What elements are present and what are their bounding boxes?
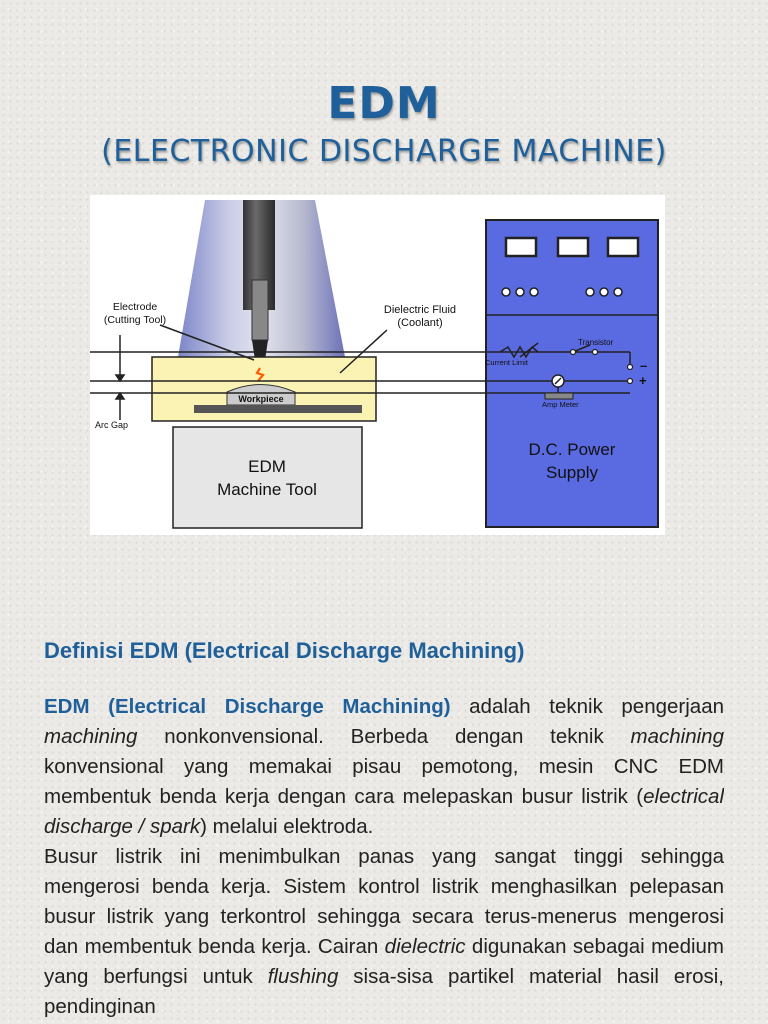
amp-meter [544,392,574,400]
label-arc-gap: Arc Gap [95,420,128,430]
section-heading: Definisi EDM (Electrical Discharge Machi… [44,638,525,663]
slide-title: EDM [327,78,441,129]
label-electrode-2: (Cutting Tool) [104,314,166,326]
circuit-wires [90,340,631,394]
workpiece-base [194,405,362,413]
power-supply-lower-panel [485,314,659,528]
slide-subtitle: (ELECTRONIC DISCHARGE MACHINE) [101,134,667,169]
meter-display-1 [504,236,538,258]
meter-display-2 [556,236,590,258]
label-dielectric-1: Dielectric Fluid [384,304,456,316]
label-electrode-1: Electrode [113,301,158,313]
label-current-limit: Current Limit [485,358,529,367]
machine-label-2: Machine Tool [217,480,317,499]
paragraph-1: EDM (Electrical Discharge Machining) ada… [44,695,724,838]
terminals [569,348,634,385]
control-knobs [501,287,623,297]
power-label-1: D.C. Power [529,440,616,459]
term-edm: EDM (Electrical Discharge Machining) [44,695,451,718]
workpiece-block [226,384,296,406]
callout-arrows [159,324,388,374]
spark [255,367,265,382]
power-label-2: Supply [546,463,598,482]
machine-base [172,426,363,529]
arc-gap-arrows [114,335,126,420]
label-dielectric-2: (Coolant) [397,317,442,329]
label-workpiece: Workpiece [238,394,283,404]
label-transistor: Transistor [578,338,614,347]
label-amp-meter: Amp Meter [542,400,579,409]
body-text: EDM (Electrical Discharge Machining) ada… [44,692,724,1024]
label-plus: + [639,373,647,388]
machine-label-1: EDM [248,457,286,476]
power-supply-cabinet [485,219,659,528]
label-minus: – [640,358,647,373]
meter-display-3 [606,236,640,258]
edm-diagram: EDM Machine Tool D.C. Power Supply [90,195,665,535]
electrode-holder [251,279,269,341]
paragraph-2: Busur listrik ini menimbulkan panas yang… [44,845,724,1018]
